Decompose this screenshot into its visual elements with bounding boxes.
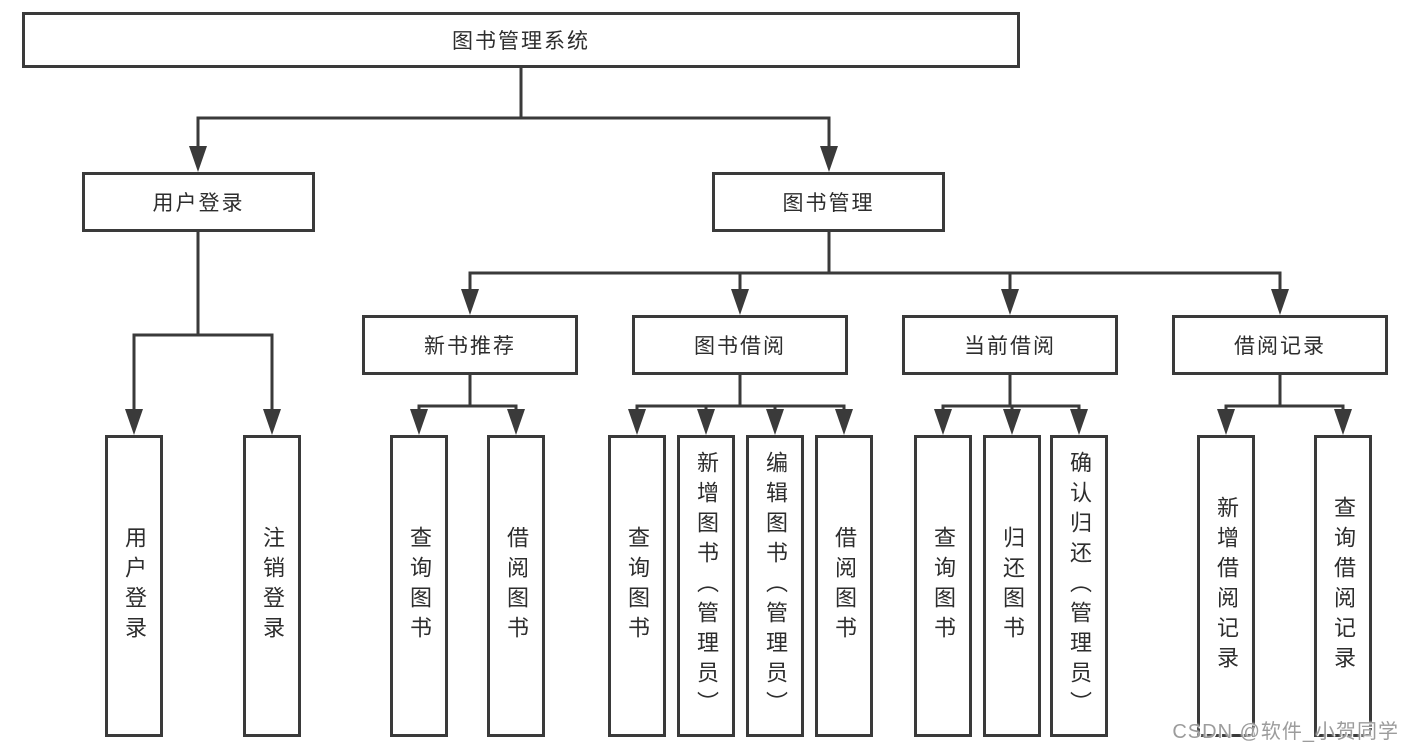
leaf-borrow-books-recommend: 借阅图书 <box>487 435 545 737</box>
leaf-query-books-borrowing-label: 查询图书 <box>625 526 650 646</box>
leaf-query-borrow-record: 查询借阅记录 <box>1314 435 1372 737</box>
node-book-borrowing-label: 图书借阅 <box>694 335 786 358</box>
node-borrowing-records-label: 借阅记录 <box>1234 335 1326 358</box>
leaf-borrow-books-borrowing-label: 借阅图书 <box>832 526 857 646</box>
leaf-query-books-borrowing: 查询图书 <box>608 435 666 737</box>
node-user-login: 用户登录 <box>82 172 315 232</box>
node-system-root: 图书管理系统 <box>22 12 1020 68</box>
leaf-add-books-admin-label: 新增图书（管理员） <box>694 451 719 721</box>
leaf-borrow-books-recommend-label: 借阅图书 <box>504 526 529 646</box>
node-current-borrowing-label: 当前借阅 <box>964 335 1056 358</box>
arrowheads <box>125 146 1352 435</box>
leaf-add-borrow-record: 新增借阅记录 <box>1197 435 1255 737</box>
watermark: CSDN @软件_小贺同学 <box>1172 721 1399 743</box>
leaf-query-books-current-label: 查询图书 <box>931 526 956 646</box>
node-system-root-label: 图书管理系统 <box>452 30 590 53</box>
leaf-query-books-current: 查询图书 <box>914 435 972 737</box>
leaf-query-books-recommend-label: 查询图书 <box>407 526 432 646</box>
node-new-book-recommend-label: 新书推荐 <box>424 335 516 358</box>
leaf-logout: 注销登录 <box>243 435 301 737</box>
node-book-borrowing: 图书借阅 <box>632 315 848 375</box>
leaf-borrow-books-borrowing: 借阅图书 <box>815 435 873 737</box>
node-user-login-label: 用户登录 <box>152 192 245 215</box>
leaf-confirm-return-admin-label: 确认归还（管理员） <box>1067 451 1092 721</box>
node-book-management: 图书管理 <box>712 172 945 232</box>
leaf-user-login-label: 用户登录 <box>122 526 147 646</box>
node-book-management-label: 图书管理 <box>782 192 875 215</box>
leaf-logout-label: 注销登录 <box>260 526 285 646</box>
leaf-edit-books-admin-label: 编辑图书（管理员） <box>763 451 788 721</box>
node-new-book-recommend: 新书推荐 <box>362 315 578 375</box>
leaf-add-books-admin: 新增图书（管理员） <box>677 435 735 737</box>
connector-segments <box>132 66 1345 415</box>
leaf-query-books-recommend: 查询图书 <box>390 435 448 737</box>
leaf-confirm-return-admin: 确认归还（管理员） <box>1050 435 1108 737</box>
leaf-add-borrow-record-label: 新增借阅记录 <box>1214 496 1239 676</box>
node-borrowing-records: 借阅记录 <box>1172 315 1388 375</box>
leaf-return-books: 归还图书 <box>983 435 1041 737</box>
leaf-user-login: 用户登录 <box>105 435 163 737</box>
leaf-return-books-label: 归还图书 <box>1000 526 1025 646</box>
leaf-edit-books-admin: 编辑图书（管理员） <box>746 435 804 737</box>
leaf-query-borrow-record-label: 查询借阅记录 <box>1331 496 1356 676</box>
node-current-borrowing: 当前借阅 <box>902 315 1118 375</box>
